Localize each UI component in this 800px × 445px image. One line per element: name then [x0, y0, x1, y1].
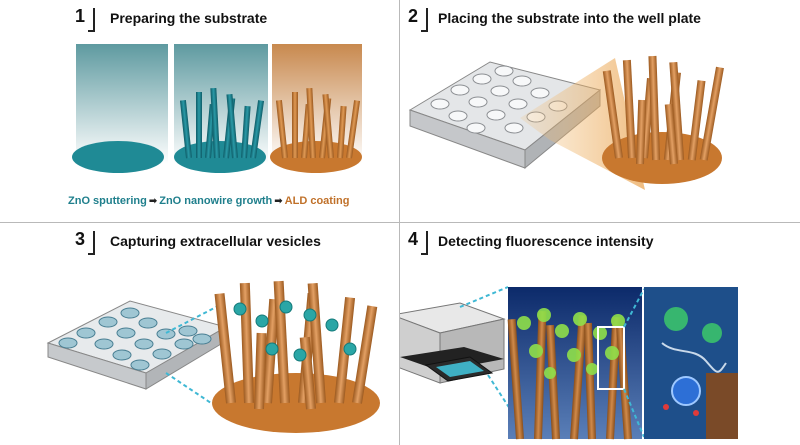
zno-disk — [72, 141, 164, 173]
orange-nanowires — [602, 55, 724, 165]
zoom-line — [487, 374, 511, 410]
substrate-illustration — [72, 44, 362, 173]
panel-4: 4 Detecting fluorescence intensity — [400, 223, 800, 445]
zoom-line — [165, 304, 221, 334]
orange-nanowires — [507, 310, 632, 440]
step-number: 3 — [75, 229, 86, 249]
closeup-nanowire — [706, 373, 738, 439]
wells — [58, 307, 212, 371]
teal-nanowires — [179, 87, 265, 159]
step-bracket-foot — [88, 30, 94, 32]
panel-3: 3 Capturing extracellular vesicles — [0, 223, 400, 445]
legend-sputtering: ZnO sputtering — [68, 195, 147, 207]
process-legend: ZnO sputtering➡ZnO nanowire growth➡ALD c… — [68, 195, 349, 207]
step-bracket-foot — [421, 253, 427, 255]
zoom-line — [459, 286, 509, 308]
tray-plate — [436, 361, 484, 377]
step-bracket — [426, 8, 428, 32]
panel-2: 2 Placing the substrate into the well pl… — [400, 0, 800, 222]
panel-title: Capturing extracellular vesicles — [110, 233, 321, 249]
zoom-line — [623, 288, 645, 328]
detection-illustration — [400, 286, 738, 440]
step-bracket-foot — [88, 253, 94, 255]
legend-coating: ALD coating — [284, 195, 350, 207]
horizontal-divider — [0, 222, 800, 223]
arrow-icon: ➡ — [148, 196, 158, 207]
arrow-icon: ➡ — [274, 196, 283, 207]
step-bracket — [93, 231, 95, 255]
panel-title: Detecting fluorescence intensity — [438, 233, 654, 249]
step-number: 1 — [75, 6, 86, 26]
capture-illustration — [46, 280, 380, 433]
zoom-line — [623, 388, 645, 438]
step-bracket — [426, 231, 428, 255]
panel-title: Placing the substrate into the well plat… — [438, 10, 701, 26]
step-bracket-foot — [421, 30, 427, 32]
zoom-box — [597, 326, 625, 390]
step-bracket — [93, 8, 95, 32]
fluorescent-vesicles — [517, 308, 625, 379]
zoom-line — [165, 372, 221, 410]
legend-growth: ZnO nanowire growth — [159, 195, 273, 207]
step-number: 2 — [408, 6, 419, 26]
wellplate-illustration — [408, 55, 724, 190]
orange-nanowires — [275, 87, 361, 159]
step-number: 4 — [408, 229, 419, 249]
coated-substrate — [212, 373, 380, 433]
vesicles — [233, 300, 357, 362]
panel-1: 1 Preparing the substrate — [0, 0, 400, 222]
panel-title: Preparing the substrate — [110, 10, 268, 26]
closeup-vesicles — [661, 307, 727, 416]
